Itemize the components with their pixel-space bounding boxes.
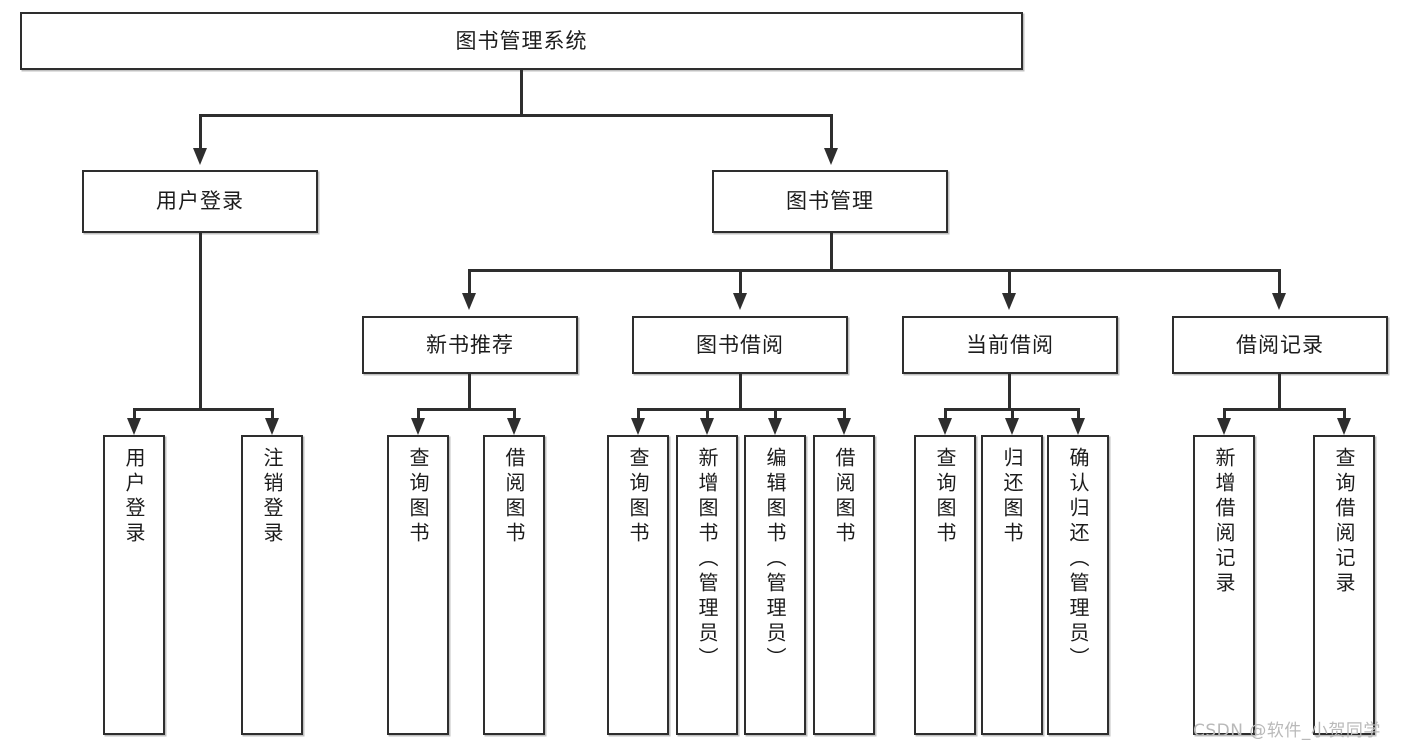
- arrowhead-current-to-leaf1: [938, 418, 952, 435]
- connector-root-to-login: [199, 114, 202, 148]
- leaf-record-add-record[interactable]: 新增借阅记录: [1193, 435, 1255, 735]
- connector-record-bus: [1223, 408, 1345, 411]
- connector-record-to-leaf1: [1223, 408, 1226, 418]
- connector-record-stem: [1278, 374, 1281, 408]
- arrowhead-bookmgmt-to-current: [1002, 293, 1016, 310]
- connector-borrow-to-leaf4: [843, 408, 846, 418]
- arrowhead-borrow-to-leaf4: [837, 418, 851, 435]
- node-new-book-recommend-label: 新书推荐: [426, 332, 514, 357]
- connector-bookmgmt-to-newbook: [468, 269, 471, 293]
- leaf-borrow-query-book-label: 查询图书: [626, 447, 650, 547]
- connector-bookmgmt-to-record: [1278, 269, 1281, 293]
- connector-bookmgmt-to-borrow: [739, 269, 742, 293]
- connector-root-bus: [199, 114, 833, 117]
- leaf-borrow-edit-book-admin[interactable]: 编辑图书（管理员）: [744, 435, 806, 735]
- arrowhead-root-to-login: [193, 148, 207, 165]
- leaf-current-query-book[interactable]: 查询图书: [914, 435, 976, 735]
- arrowhead-borrow-to-leaf1: [631, 418, 645, 435]
- leaf-user-login[interactable]: 用户登录: [103, 435, 165, 735]
- leaf-user-logout[interactable]: 注销登录: [241, 435, 303, 735]
- leaf-newbook-query-book-label: 查询图书: [406, 447, 430, 547]
- connector-borrow-to-leaf1: [637, 408, 640, 418]
- connector-current-to-leaf3: [1077, 408, 1080, 418]
- arrowhead-login-to-leaf2: [265, 418, 279, 435]
- connector-login-stem: [199, 233, 202, 408]
- arrowhead-borrow-to-leaf2: [700, 418, 714, 435]
- connector-borrow-bus: [637, 408, 845, 411]
- arrowhead-newbook-to-leaf2: [507, 418, 521, 435]
- leaf-borrow-edit-book-admin-label: 编辑图书（管理员）: [763, 447, 787, 672]
- connector-newbook-stem: [468, 374, 471, 408]
- connector-current-bus: [944, 408, 1077, 411]
- leaf-newbook-query-book[interactable]: 查询图书: [387, 435, 449, 735]
- leaf-borrow-borrow-book[interactable]: 借阅图书: [813, 435, 875, 735]
- leaf-record-add-record-label: 新增借阅记录: [1212, 447, 1236, 597]
- connector-bookmgmt-bus: [468, 269, 1280, 272]
- connector-login-bus: [133, 408, 273, 411]
- leaf-current-confirm-return-admin-label: 确认归还（管理员）: [1066, 447, 1090, 672]
- node-book-management[interactable]: 图书管理: [712, 170, 948, 233]
- connector-record-to-leaf2: [1343, 408, 1346, 418]
- connector-borrow-to-leaf2: [706, 408, 709, 418]
- leaf-current-query-book-label: 查询图书: [933, 447, 957, 547]
- node-current-borrow-label: 当前借阅: [966, 332, 1054, 357]
- node-book-borrow[interactable]: 图书借阅: [632, 316, 848, 374]
- connector-newbook-to-leaf1: [417, 408, 420, 418]
- arrowhead-bookmgmt-to-record: [1272, 293, 1286, 310]
- leaf-borrow-borrow-book-label: 借阅图书: [832, 447, 856, 547]
- leaf-user-logout-label: 注销登录: [260, 447, 284, 547]
- leaf-newbook-borrow-book-label: 借阅图书: [502, 447, 526, 547]
- arrowhead-newbook-to-leaf1: [411, 418, 425, 435]
- connector-borrow-to-leaf3: [774, 408, 777, 418]
- connector-newbook-to-leaf2: [513, 408, 516, 418]
- csdn-watermark: CSDN @软件_小贺同学: [1193, 721, 1381, 741]
- node-user-login-label: 用户登录: [156, 189, 244, 214]
- leaf-user-login-label: 用户登录: [122, 447, 146, 547]
- connector-current-to-leaf2: [1011, 408, 1014, 418]
- arrowhead-root-to-bookmgmt: [824, 148, 838, 165]
- connector-login-to-leaf2: [271, 408, 274, 418]
- node-current-borrow[interactable]: 当前借阅: [902, 316, 1118, 374]
- connector-newbook-bus: [417, 408, 515, 411]
- node-book-borrow-label: 图书借阅: [696, 332, 784, 357]
- leaf-current-confirm-return-admin[interactable]: 确认归还（管理员）: [1047, 435, 1109, 735]
- arrowhead-bookmgmt-to-newbook: [462, 293, 476, 310]
- leaf-borrow-add-book-admin[interactable]: 新增图书（管理员）: [676, 435, 738, 735]
- arrowhead-current-to-leaf3: [1071, 418, 1085, 435]
- node-borrow-record-label: 借阅记录: [1236, 332, 1324, 357]
- leaf-current-return-book-label: 归还图书: [1000, 447, 1024, 547]
- connector-root-to-bookmgmt: [830, 114, 833, 148]
- arrowhead-current-to-leaf2: [1005, 418, 1019, 435]
- connector-bookmgmt-stem: [830, 233, 833, 269]
- leaf-borrow-add-book-admin-label: 新增图书（管理员）: [695, 447, 719, 672]
- arrowhead-bookmgmt-to-borrow: [733, 293, 747, 310]
- connector-bookmgmt-to-current: [1008, 269, 1011, 293]
- leaf-newbook-borrow-book[interactable]: 借阅图书: [483, 435, 545, 735]
- leaf-record-query-record[interactable]: 查询借阅记录: [1313, 435, 1375, 735]
- arrowhead-record-to-leaf2: [1337, 418, 1351, 435]
- connector-borrow-stem: [739, 374, 742, 408]
- node-book-management-label: 图书管理: [786, 189, 874, 214]
- arrowhead-borrow-to-leaf3: [768, 418, 782, 435]
- connector-root-stem: [520, 70, 523, 114]
- node-new-book-recommend[interactable]: 新书推荐: [362, 316, 578, 374]
- node-root[interactable]: 图书管理系统: [20, 12, 1023, 70]
- node-user-login[interactable]: 用户登录: [82, 170, 318, 233]
- connector-current-stem: [1008, 374, 1011, 408]
- leaf-borrow-query-book[interactable]: 查询图书: [607, 435, 669, 735]
- arrowhead-record-to-leaf1: [1217, 418, 1231, 435]
- connector-current-to-leaf1: [944, 408, 947, 418]
- node-borrow-record[interactable]: 借阅记录: [1172, 316, 1388, 374]
- leaf-record-query-record-label: 查询借阅记录: [1332, 447, 1356, 597]
- arrowhead-login-to-leaf1: [127, 418, 141, 435]
- connector-login-to-leaf1: [133, 408, 136, 418]
- leaf-current-return-book[interactable]: 归还图书: [981, 435, 1043, 735]
- node-root-label: 图书管理系统: [455, 28, 588, 53]
